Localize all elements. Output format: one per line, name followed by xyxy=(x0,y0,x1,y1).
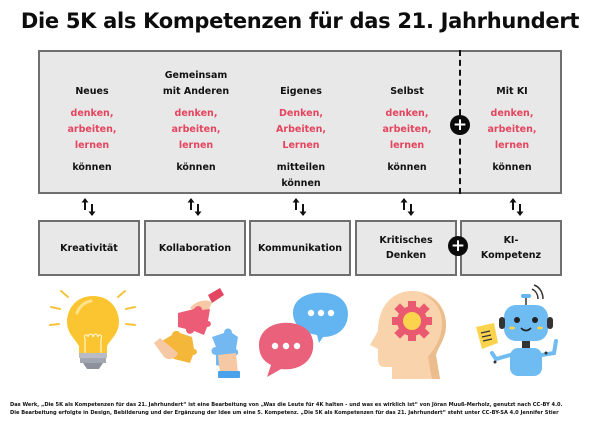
column-can: können xyxy=(72,162,112,173)
column-can: können xyxy=(387,162,427,173)
column-heading: Eigenes xyxy=(280,86,322,97)
footer-line-2: Die Bearbeitung erfolgte in Design, Bebi… xyxy=(10,410,559,416)
license-footer: Das Werk, „Die 5K als Kompetenzen für da… xyxy=(10,401,595,417)
column-mit-ki: Mit KI denken,arbeiten,lernen können xyxy=(460,52,564,192)
up-down-arrows-icon xyxy=(400,198,415,216)
up-down-arrows-icon xyxy=(187,198,202,216)
column-can: können xyxy=(492,162,532,173)
column-can: können xyxy=(176,162,216,173)
column-eigenes: Eigenes Denken,Arbeiten,Lernen mitteilen… xyxy=(249,52,353,192)
up-down-arrows-icon xyxy=(292,198,307,216)
robot-icon xyxy=(476,284,558,376)
plus-icon: + xyxy=(450,115,470,135)
footer-line-1: Das Werk, „Die 5K als Kompetenzen für da… xyxy=(10,402,563,408)
column-verbs: denken,arbeiten,lernen xyxy=(171,108,221,151)
lightbulb-icon xyxy=(49,290,136,369)
up-down-arrows-icon xyxy=(81,198,96,216)
column-neues: Neues denken,arbeiten,lernen können xyxy=(40,52,144,192)
column-heading: Neues xyxy=(75,86,109,97)
competency-kreativitaet: Kreativität xyxy=(38,220,140,276)
page-title: Die 5K als Kompetenzen für das 21. Jahrh… xyxy=(20,9,580,33)
column-verbs: denken,arbeiten,lernen xyxy=(487,108,537,151)
puzzle-hands-icon xyxy=(154,288,240,378)
column-selbst: Selbst denken,arbeiten,lernen können xyxy=(355,52,459,192)
column-heading: Selbst xyxy=(390,86,424,97)
plus-icon: + xyxy=(448,236,468,256)
column-verbs: denken,arbeiten,lernen xyxy=(67,108,117,151)
up-down-arrows-icon xyxy=(509,198,524,216)
skills-box: Neues denken,arbeiten,lernen können Geme… xyxy=(38,50,562,194)
speech-bubbles-icon xyxy=(259,292,349,377)
competency-kollaboration: Kollaboration xyxy=(144,220,246,276)
competency-kommunikation: Kommunikation xyxy=(249,220,351,276)
column-verbs: denken,arbeiten,lernen xyxy=(382,108,432,151)
competency-ki-kompetenz: KI-Kompetenz xyxy=(460,220,562,276)
column-verbs: Denken,Arbeiten,Lernen xyxy=(276,108,326,151)
column-heading: Mit KI xyxy=(496,86,528,97)
head-gear-icon xyxy=(370,291,446,379)
